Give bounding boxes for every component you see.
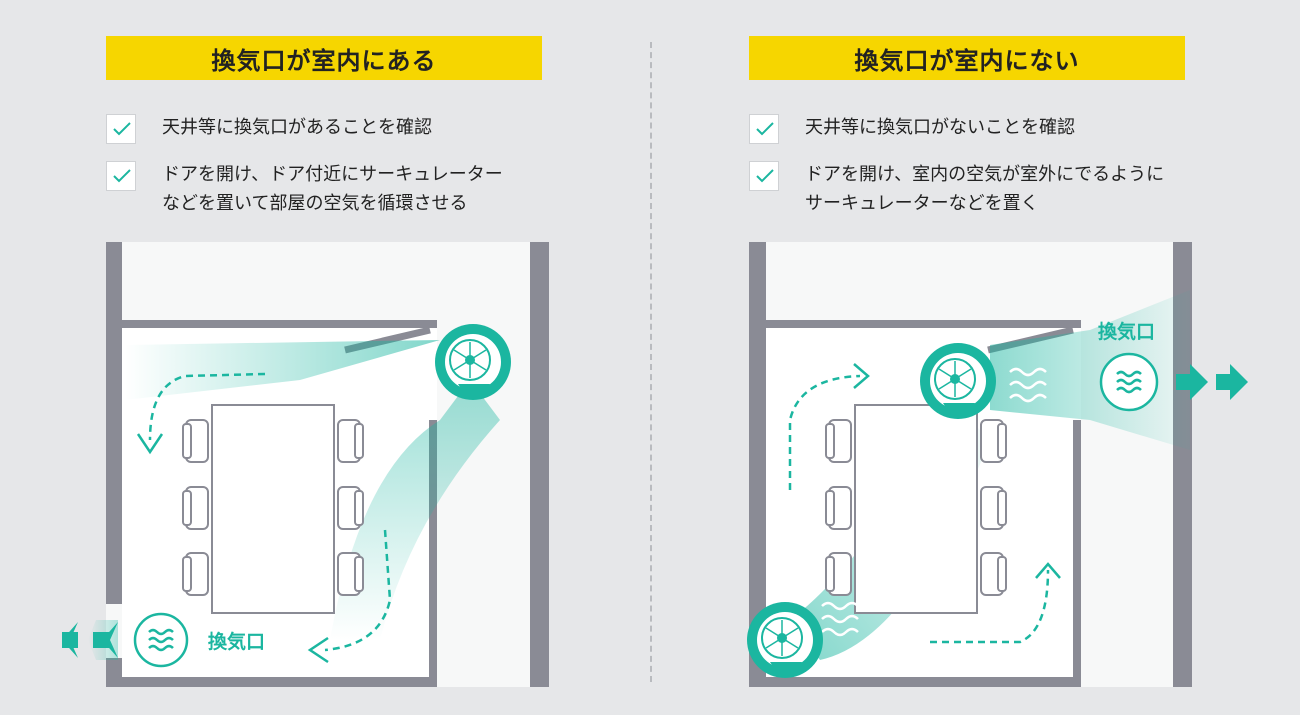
table	[211, 404, 335, 614]
vent-label: 換気口	[208, 630, 265, 653]
room-wall-bottom	[749, 677, 1081, 687]
chairs-right	[337, 419, 364, 596]
air-wave-icon	[387, 367, 425, 403]
room-diagram: 換気口	[747, 242, 1248, 687]
arrow-icon	[1176, 374, 1192, 390]
vent-icon	[1099, 352, 1159, 412]
air-wave-icon	[821, 601, 859, 637]
outer-wall-right	[530, 242, 549, 687]
arrow-icon	[788, 374, 861, 490]
arrow-icon	[1190, 364, 1208, 400]
chairs-left	[182, 419, 209, 596]
check-item-text: 天井等に換気口がないことを確認	[805, 113, 1075, 142]
check-item-line: サーキュレーターなどを置く	[805, 193, 1039, 214]
circulator-fan-icon	[920, 343, 996, 419]
arrow-icon	[1216, 374, 1232, 390]
check-item-line: などを置いて部屋の空気を循環させる	[162, 193, 468, 214]
room-diagram: 換気口	[62, 242, 549, 687]
check-item-text: ドアを開け、室内の空気が室外にでるように サーキュレーターなどを置く	[805, 160, 1164, 218]
table	[854, 404, 978, 614]
arrow-icon	[307, 636, 329, 664]
air-wave-icon	[1009, 367, 1047, 403]
room-wall-right	[429, 420, 437, 687]
arrow-icon	[136, 433, 164, 455]
checkbox-icon	[106, 161, 136, 191]
arrow-icon	[102, 622, 118, 658]
arrow-icon	[853, 363, 870, 389]
outer-wall-left	[106, 242, 122, 687]
airflow-beam	[990, 290, 1190, 450]
arrow-icon	[1035, 562, 1061, 579]
panel-vent-inside: 換気口が室内にある 天井等に換気口があることを確認 ドアを開け、ドア付近にサーキ…	[62, 36, 549, 687]
chairs-right	[980, 419, 1007, 596]
circulator-fan-icon	[435, 324, 511, 400]
chairs-left	[825, 419, 852, 596]
airflow-beam	[330, 380, 500, 640]
arrow-icon	[148, 372, 266, 441]
check-item-text: 天井等に換気口があることを確認	[162, 113, 432, 142]
room-wall-top	[766, 320, 1081, 328]
check-item-line: ドアを開け、室内の空気が室外にでるように	[805, 164, 1165, 185]
room-wall-right	[1073, 420, 1081, 687]
airflow-beam	[125, 340, 440, 400]
room-wall-bottom	[106, 677, 437, 687]
check-item-line: ドアを開け、ドア付近にサーキュレーター	[162, 164, 503, 185]
panel-divider	[650, 42, 652, 682]
arrow-icon	[62, 632, 78, 648]
checkbox-icon	[106, 114, 136, 144]
arrow-icon	[930, 569, 1050, 644]
panel-vent-outside: 換気口が室内にない 天井等に換気口がないことを確認 ドアを開け、室内の空気が室外…	[650, 0, 1300, 715]
check-item-line: 天井等に換気口がないことを確認	[805, 117, 1075, 138]
arrow-icon	[93, 632, 109, 648]
circulator-fan-icon	[747, 602, 823, 678]
checkbox-icon	[749, 114, 779, 144]
check-item-line: 天井等に換気口があることを確認	[162, 117, 432, 138]
panel-title: 換気口が室内にある	[106, 36, 542, 80]
vent-label: 換気口	[1098, 320, 1155, 343]
panel-title: 換気口が室内にない	[749, 36, 1185, 80]
room-wall-top	[122, 320, 437, 328]
check-item-text: ドアを開け、ドア付近にサーキュレーター などを置いて部屋の空気を循環させる	[162, 160, 503, 218]
outer-wall-left	[749, 242, 766, 687]
checkbox-icon	[749, 161, 779, 191]
arrow-icon	[324, 529, 392, 652]
arrow-icon	[1230, 364, 1248, 400]
vent-icon	[133, 612, 189, 668]
